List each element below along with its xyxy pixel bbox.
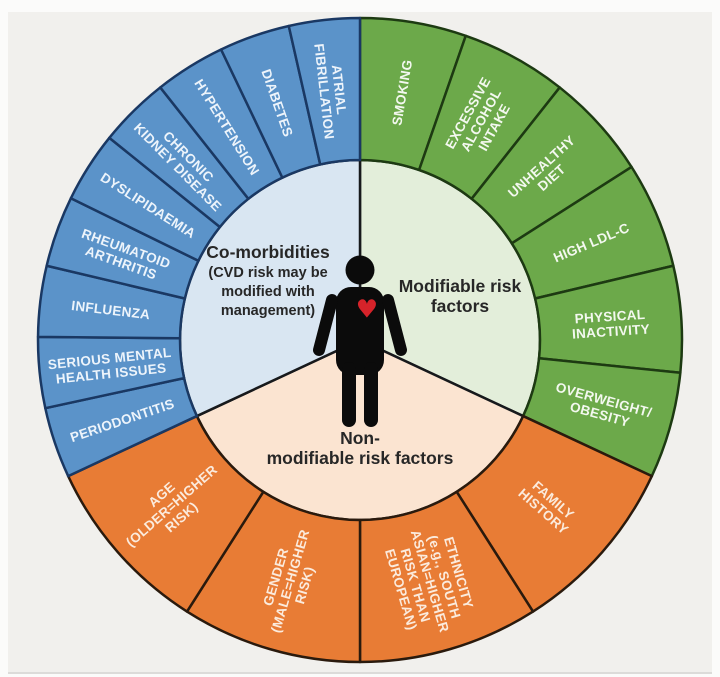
person-left-arm: [313, 294, 338, 356]
modifiable-title: Modifiable risk factors: [385, 276, 535, 316]
non-modifiable-title-line: modifiable risk factors: [266, 448, 454, 468]
outer-ring-segments: [36, 16, 684, 664]
non-modifiable-title: Non- modifiable risk factors: [250, 428, 470, 468]
segment-label-physical-inactivity: PHYSICALINACTIVITY: [571, 306, 651, 341]
person-figure: ♥: [313, 255, 407, 427]
segment-atrial-fibrillation: [287, 16, 362, 166]
person-head: [345, 255, 375, 285]
modifiable-title-line: factors: [430, 296, 490, 316]
modifiable-sector-label: Modifiable risk factors: [385, 276, 535, 316]
person-torso: [336, 287, 384, 375]
segment-label-ethnicity-e-g-south-asian-higher-risk-than-european: ETHNICITY(e.g., SOUTHASIAN=HIGHERRISK TH…: [379, 520, 481, 643]
comorbidities-subtitle-line: (CVD risk may be: [208, 265, 328, 281]
heart-icon: ♥: [356, 295, 378, 324]
non-modifiable-sector-label: Non- modifiable risk factors: [250, 428, 470, 468]
comorbidities-subtitle-line: management): [220, 303, 316, 319]
comorbidities-sector-label: Co-morbidities (CVD risk may be modified…: [168, 242, 368, 321]
modifiable-title-line: Modifiable risk: [398, 276, 522, 296]
comorbidities-subtitle: (CVD risk may be modified with managemen…: [168, 264, 368, 321]
non-modifiable-title-line: Non-: [340, 428, 380, 448]
person-right-arm: [382, 294, 407, 356]
comorbidities-title: Co-morbidities: [206, 242, 330, 262]
comorbidities-subtitle-line: modified with: [221, 284, 315, 300]
